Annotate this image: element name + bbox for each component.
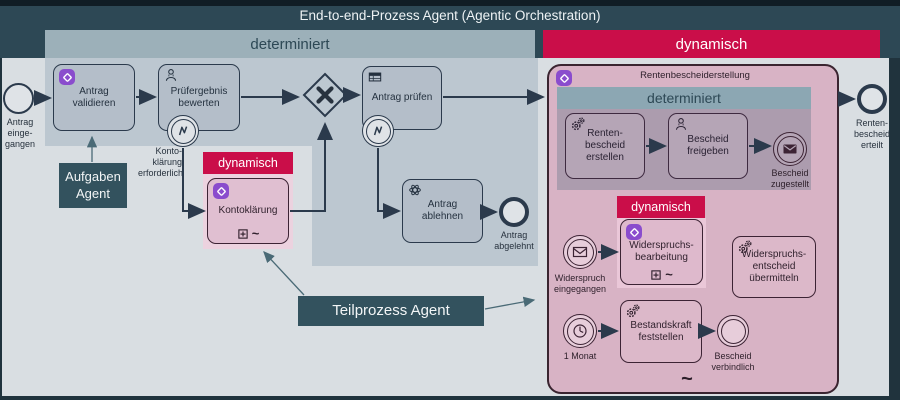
service-task-gears-icon [571, 117, 585, 131]
end-event-label: Renten- bescheid erteilt [853, 118, 891, 150]
service-task-gears-icon [626, 304, 640, 318]
task-widerspruchsbearbeitung: Widerspruchs- bearbeitung ~ [620, 219, 703, 285]
task-antrag-ablehnen: Antrag ablehnen [402, 179, 483, 243]
start-event-antrag-eingegangen [3, 83, 34, 114]
event-label: Bescheid zugestellt [770, 168, 810, 189]
section-header-dynamisch: dynamisch [543, 30, 880, 58]
branch-condition-label: Konto- klärung erforderlich [138, 146, 184, 178]
end-event-antrag-abgelehnt [499, 197, 529, 227]
task-antrag-pruefen: Antrag prüfen [362, 66, 442, 130]
event-bescheid-verbindlich [717, 315, 749, 347]
end-event-label: Antrag abgelehnt [494, 230, 534, 251]
service-task-gears-icon [738, 240, 752, 254]
exclusive-gateway-icon [302, 72, 348, 118]
task-bestandskraft-feststellen: Bestandskraft feststellen [620, 300, 702, 363]
task-label: Prüfergebnis bewerten [170, 85, 228, 109]
adhoc-tilde-marker: ~ [665, 267, 673, 282]
teilprozess-agent-box: Teilprozess Agent [298, 296, 484, 326]
agent-badge-icon [556, 70, 572, 86]
task-label: Kontoklärung [218, 205, 278, 216]
task-rentenbescheid-erstellen: Renten- bescheid erstellen [565, 113, 645, 179]
task-widerspruchsentscheid-uebermitteln: Widerspruchs- entscheid übermitteln [732, 236, 816, 298]
inner-determiniert-header: determiniert [557, 87, 811, 109]
message-event-widerspruch-eingegangen [563, 235, 597, 269]
error-zigzag-icon [175, 123, 191, 139]
diagram-title: End-to-end-Prozess Agent (Agentic Orches… [299, 8, 601, 23]
boundary-error-event [167, 115, 199, 147]
inner-circle [170, 118, 196, 144]
inner-circle [776, 135, 804, 163]
event-label: Bescheid verbindlich [711, 351, 755, 372]
inner-circle [720, 318, 746, 344]
subprocess-plus-icon [650, 269, 662, 281]
event-label: Widerspruch eingegangen [553, 273, 607, 294]
section-header-determiniert: determiniert [45, 30, 535, 58]
message-event-bescheid-zugestellt [773, 132, 807, 166]
task-kontoklaerung: Kontoklärung ~ [207, 178, 289, 244]
clock-icon [572, 323, 588, 339]
subprocess-markers: ~ [621, 267, 702, 282]
inner-circle [365, 118, 391, 144]
user-task-icon [164, 68, 178, 82]
task-label: Antrag prüfen [371, 92, 433, 103]
event-label: 1 Monat [563, 351, 597, 361]
envelope-filled-icon [782, 141, 798, 157]
task-label: Widerspruchs- entscheid übermitteln [741, 249, 807, 284]
agent-badge-icon [59, 69, 75, 85]
error-zigzag-icon [370, 123, 386, 139]
subprocess-title: Rentenbescheiderstellung [640, 70, 750, 81]
aufgaben-agent-box: Aufgaben Agent [59, 163, 127, 208]
task-label: Bestandskraft feststellen [630, 319, 692, 343]
adhoc-tilde-marker: ~ [681, 368, 693, 390]
task-label: Widerspruchs- bearbeitung [629, 240, 694, 263]
business-rule-task-icon [368, 70, 382, 84]
inner-dynamisch-header: dynamisch [617, 196, 705, 218]
user-task-icon [674, 117, 688, 131]
task-label: Antrag ablehnen [421, 199, 464, 222]
subprocess-plus-icon [237, 228, 249, 240]
timer-event-1-monat [563, 314, 597, 348]
task-antrag-validieren: Antrag validieren [53, 64, 135, 131]
task-label: Bescheid freigeben [687, 134, 729, 157]
task-label: Renten- bescheid erstellen [584, 128, 626, 163]
agent-badge-icon [213, 183, 229, 199]
subprocess-markers: ~ [208, 226, 288, 241]
inner-circle [566, 317, 594, 345]
task-label: Antrag validieren [72, 85, 116, 109]
task-bescheid-freigeben: Bescheid freigeben [668, 113, 748, 179]
start-event-label: Antrag einge- gangen [4, 117, 36, 149]
boundary-error-event [362, 115, 394, 147]
inner-circle [566, 238, 594, 266]
adhoc-tilde-marker: ~ [251, 226, 260, 241]
agent-badge-icon [626, 224, 642, 240]
konto-group-header: dynamisch [203, 152, 293, 174]
end-event-rentenbescheid-erteilt [857, 84, 887, 114]
envelope-icon [572, 244, 588, 260]
top-edge-strip [0, 0, 900, 6]
openai-logo-icon [408, 183, 422, 197]
